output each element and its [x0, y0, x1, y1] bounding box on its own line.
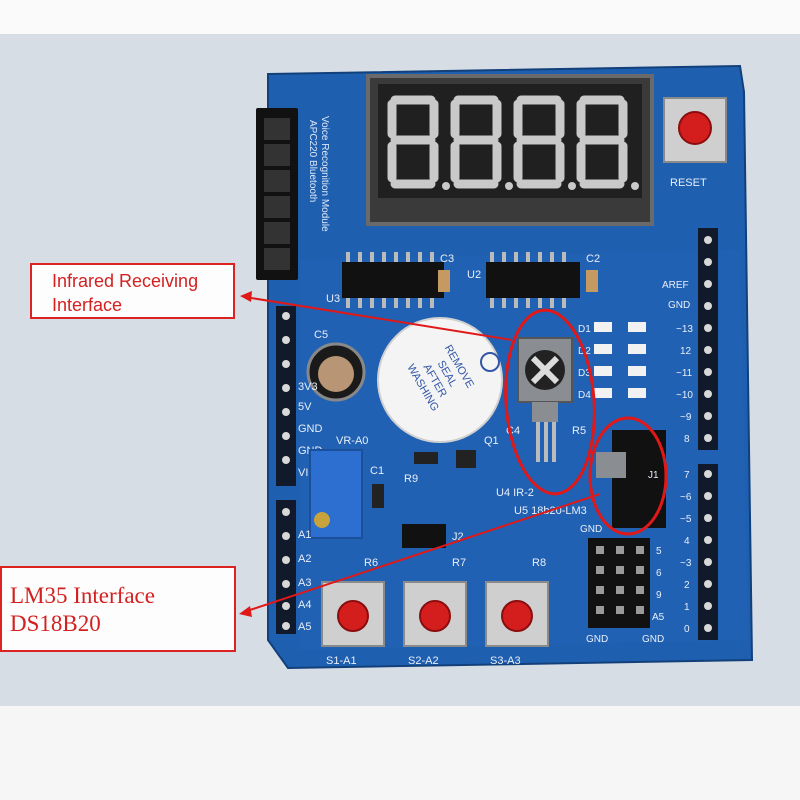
push-button-s3 [485, 581, 549, 647]
infrared-callout-line2: Interface [52, 295, 123, 315]
pin-label-aref: AREF [662, 280, 689, 291]
label-gnd1: GND [580, 524, 602, 535]
label-u3: U3 [326, 293, 340, 305]
button-label-s3: S3-A3 [490, 655, 521, 667]
label-u2: U2 [467, 269, 481, 281]
background-top [0, 0, 800, 34]
lm35-highlight-ellipse [588, 416, 668, 536]
pin-label-6: ~6 [680, 492, 692, 503]
analog-label-a3: A3 [298, 577, 311, 589]
label-r5: R5 [572, 425, 586, 437]
infrared-callout: Infrared Receiving Interface [30, 263, 235, 319]
pin-label-gnd: GND [668, 300, 690, 311]
button-label-s2: S2-A2 [408, 655, 439, 667]
header-label-a5: A5 [652, 612, 665, 623]
push-button-s2 [403, 581, 467, 647]
pin-label-10: ~10 [676, 390, 693, 401]
pin-label-2: 2 [684, 580, 690, 591]
button-label-s1: S1-A1 [326, 655, 357, 667]
pin-label-4: 4 [684, 536, 690, 547]
digital-header-bottom-pins [704, 470, 712, 632]
ic-u3 [342, 262, 444, 298]
pin-label-7: 7 [684, 470, 690, 481]
pin-label-11: ~11 [676, 368, 693, 379]
bluetooth-label-2: Voice Recognition Module [319, 116, 330, 232]
pin-label-0: 0 [684, 624, 690, 635]
lm35-callout-line1: LM35 Interface [10, 583, 155, 608]
power-label-5v: 5V [298, 401, 312, 413]
label-d1: D1 [578, 324, 591, 335]
analog-label-a2: A2 [298, 553, 311, 565]
jumper-j2 [402, 524, 446, 548]
ic-pins [346, 252, 566, 308]
pin-label-9: ~9 [680, 412, 692, 423]
label-c2: C2 [586, 253, 600, 265]
pin-label-13: ~13 [676, 324, 693, 335]
label-q1: Q1 [484, 435, 499, 447]
push-button-s1 [321, 581, 385, 647]
power-header-pins [282, 312, 290, 464]
digital-header-top [698, 228, 718, 450]
reset-label: RESET [670, 177, 707, 189]
bluetooth-label-1: APC220 Bluetooth [307, 120, 318, 202]
servo-header-pins [596, 546, 644, 614]
pin-label-3: ~3 [680, 558, 692, 569]
lm35-arrow-line [243, 493, 601, 613]
pin-label-8: 8 [684, 434, 690, 445]
header-label-5: 5 [656, 546, 662, 557]
pin-label-1: 1 [684, 602, 690, 613]
label-c5: C5 [314, 329, 328, 341]
infrared-callout-line1: Infrared Receiving [52, 271, 199, 291]
ir-arrow-head [240, 291, 252, 302]
seven-segment-digits [387, 95, 628, 189]
label-gnd2: GND [586, 634, 608, 645]
label-d4: D4 [578, 390, 591, 401]
analog-label-a1: A1 [298, 529, 311, 541]
label-c1: C1 [370, 465, 384, 477]
power-header [276, 306, 296, 486]
label-c3: C3 [440, 253, 454, 265]
led-array [594, 322, 646, 398]
power-label-gnd1: GND [298, 423, 323, 435]
label-gnd3: GND [642, 634, 664, 645]
analog-label-a4: A4 [298, 599, 311, 611]
pin-label-5: ~5 [680, 514, 692, 525]
lm35-callout-line2: DS18B20 [10, 611, 101, 636]
analog-label-a5: A5 [298, 621, 311, 633]
ir-receiver-pins [536, 422, 556, 462]
analog-header-pins [282, 508, 290, 630]
header-label-9: 9 [656, 590, 662, 601]
label-j1: J1 [648, 470, 659, 481]
pin-label-12: 12 [680, 346, 692, 357]
ir-highlight-ellipse [504, 308, 596, 496]
bluetooth-header-pins [264, 118, 290, 270]
analog-header [276, 500, 296, 634]
label-vr: VR-A0 [336, 435, 368, 447]
label-u4: U4 IR-2 [496, 487, 534, 499]
digital-header-top-pins [704, 236, 712, 442]
buzzer [377, 317, 503, 443]
lm35-arrow-head [239, 606, 252, 617]
digital-header-bottom [698, 464, 718, 640]
label-r7: R7 [452, 557, 466, 569]
label-r8: R8 [532, 557, 546, 569]
ir-arrow-line [244, 296, 513, 341]
power-label-3v3: 3V3 [298, 381, 318, 393]
header-label-6: 6 [656, 568, 662, 579]
seven-segment-dots [442, 182, 639, 190]
background-bottom [0, 706, 800, 800]
reset-button [678, 111, 712, 145]
label-r9: R9 [404, 473, 418, 485]
label-r6: R6 [364, 557, 378, 569]
lm35-callout: LM35 Interface DS18B20 [0, 566, 236, 652]
ic-u2 [486, 262, 580, 298]
label-d3: D3 [578, 368, 591, 379]
label-j2: J2 [452, 531, 464, 543]
